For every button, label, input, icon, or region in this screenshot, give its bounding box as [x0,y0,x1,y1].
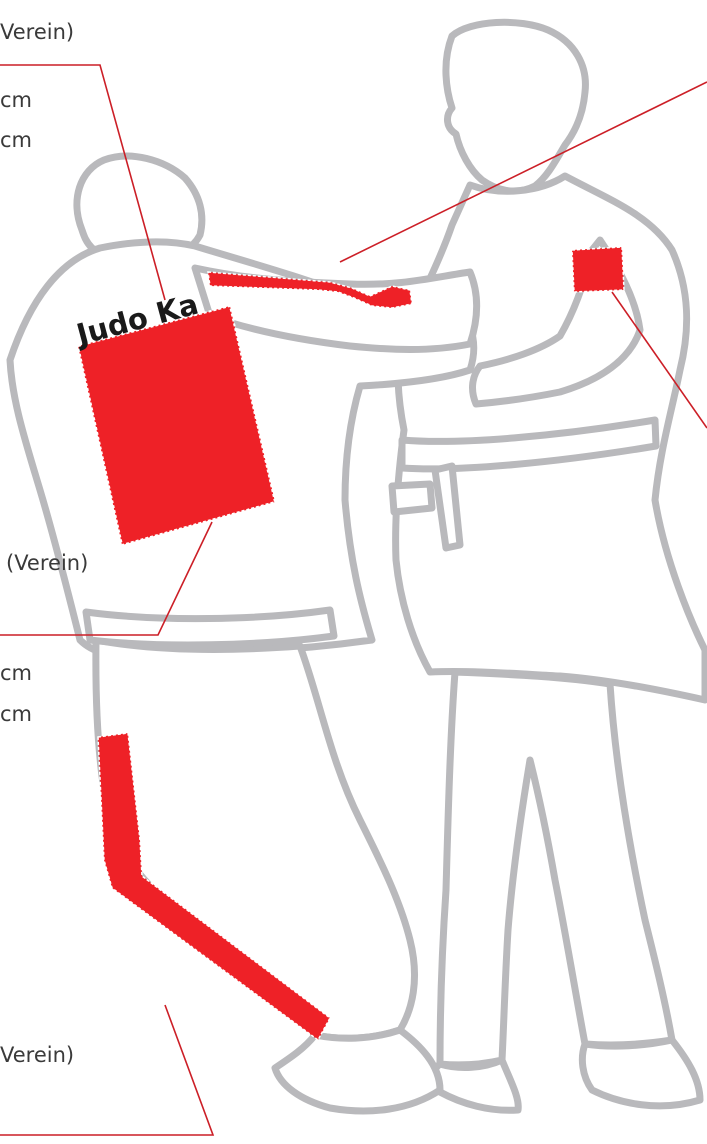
top-verein-label: Verein) [0,22,74,43]
leader-trouser-stripe [0,1005,213,1135]
top-cm-label-1: cm [0,90,32,111]
top-cm-label-2: cm [0,130,32,151]
right-judoka-figure [392,22,705,1110]
left-judoka-belt [86,610,334,645]
bottom-verein-label: Verein) [0,1045,74,1066]
right-judoka-trousers [440,672,672,1065]
right-judoka-head [446,22,586,191]
mid-cm-label-2: cm [0,704,32,725]
left-judoka-foot [275,1030,440,1111]
mid-verein-label: (Verein) [6,553,88,574]
right-judoka-right-foot [582,1040,700,1106]
right-judoka-left-foot [433,1060,518,1110]
mid-cm-label-1: cm [0,663,32,684]
arm-patch [572,247,624,292]
